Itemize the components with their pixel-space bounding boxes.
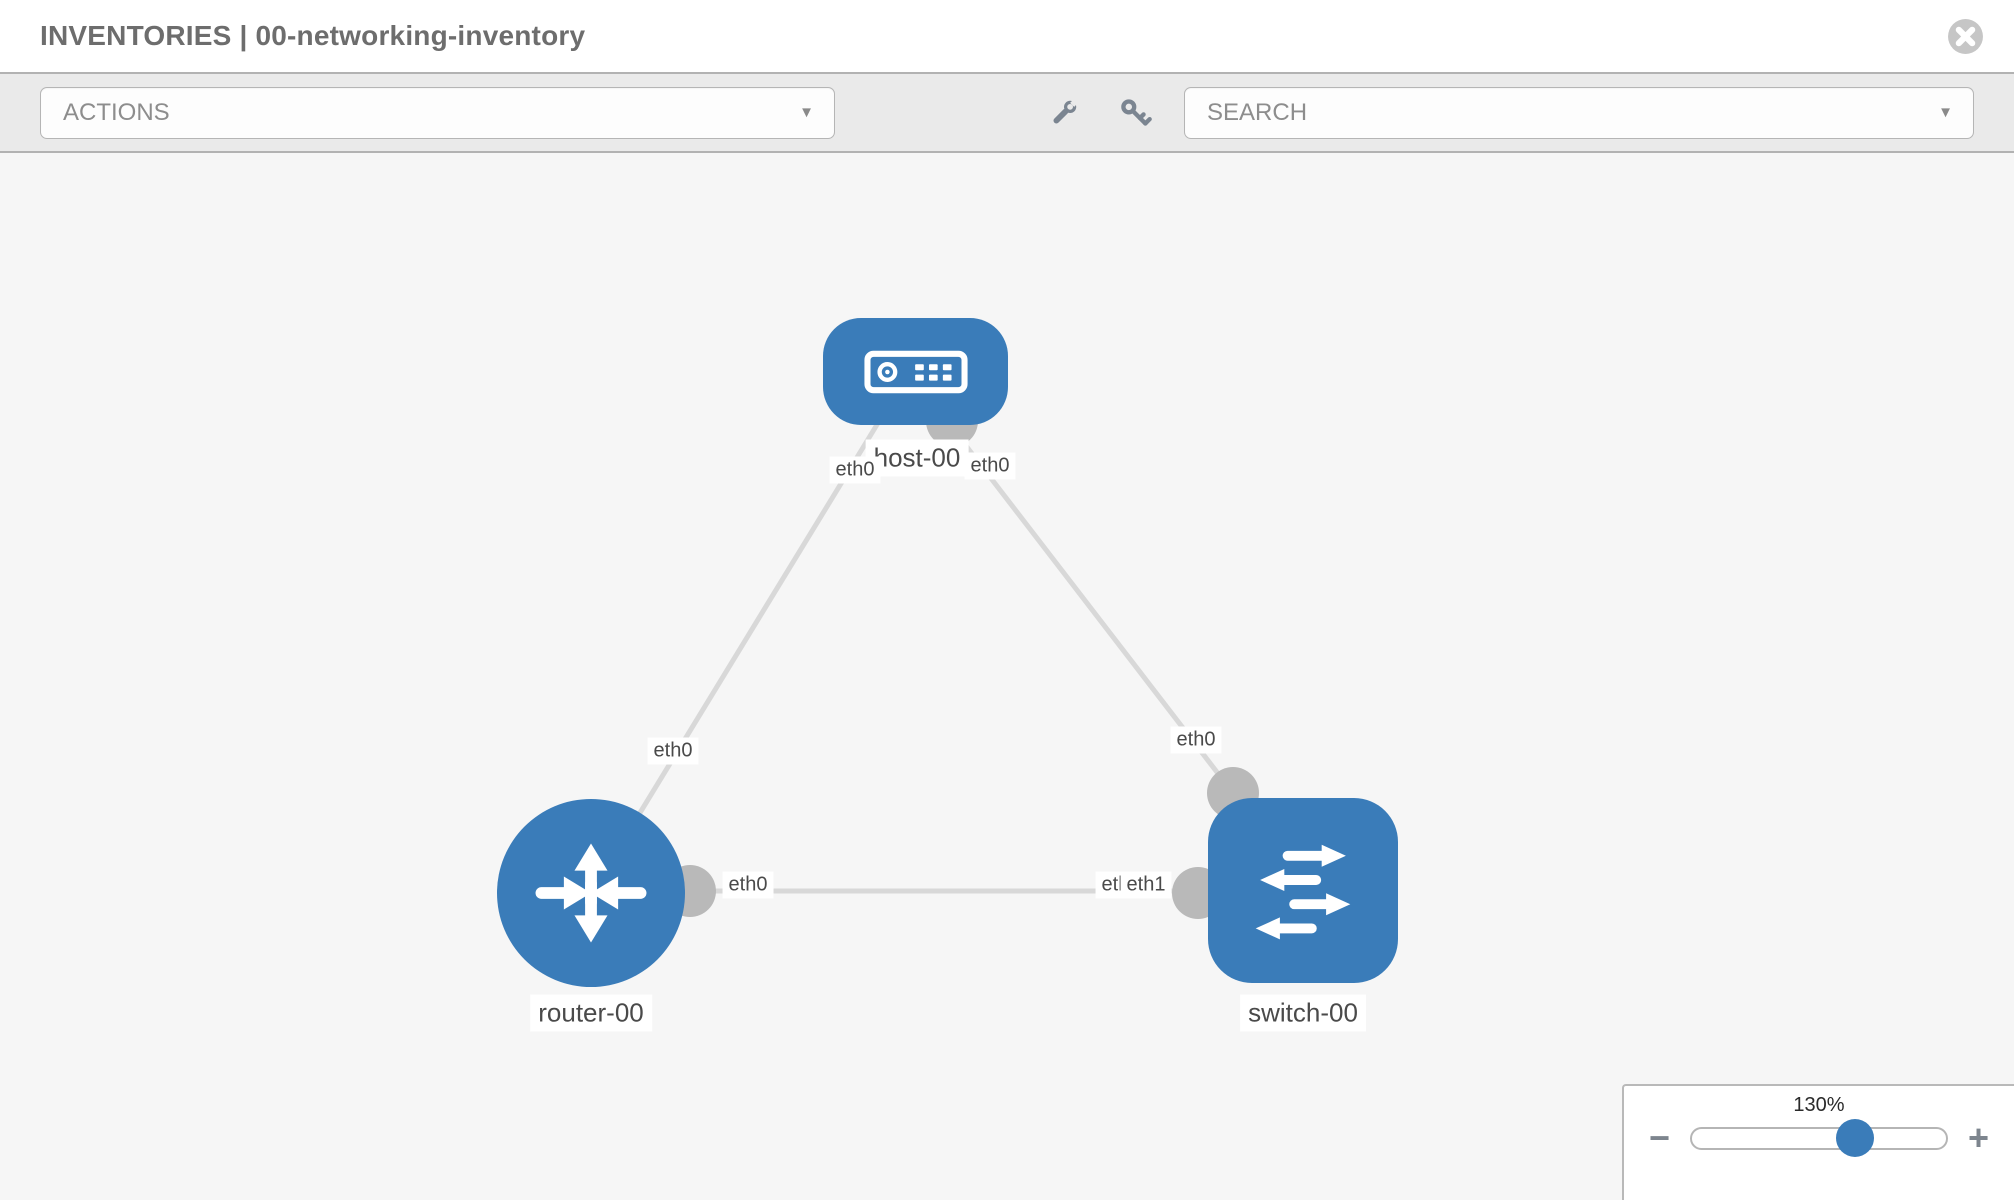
- close-button[interactable]: [1947, 18, 1984, 55]
- node-label-host: host-00: [865, 439, 969, 477]
- node-switch[interactable]: [1208, 798, 1398, 983]
- actions-dropdown[interactable]: ACTIONS ▼: [40, 86, 835, 139]
- zoom-slider-thumb[interactable]: [1835, 1119, 1874, 1157]
- interface-label-host-right: eth0: [964, 452, 1016, 480]
- interface-label-switch-link: eth0: [1170, 726, 1222, 754]
- zoom-in-button[interactable]: +: [1964, 1120, 1993, 1156]
- interface-label-router-eth0: eth0: [722, 871, 774, 899]
- node-host[interactable]: [823, 318, 1008, 425]
- router-icon: [535, 843, 647, 943]
- chevron-down-icon: ▼: [1938, 104, 1953, 121]
- page-title: INVENTORIES | 00-networking-inventory: [40, 20, 586, 51]
- key-icon: [1121, 98, 1152, 126]
- links-layer: [588, 395, 1259, 919]
- topology-canvas[interactable]: host-00 router-00 switch-00 eth0 eth0 et…: [0, 153, 2014, 1200]
- search-dropdown-label: SEARCH: [1207, 98, 1308, 126]
- chevron-down-icon: ▼: [799, 104, 814, 121]
- node-label-router: router-00: [530, 994, 652, 1032]
- key-button[interactable]: [1118, 95, 1154, 131]
- zoom-panel: 130% − +: [1622, 1084, 2014, 1200]
- node-label-switch: switch-00: [1240, 994, 1366, 1032]
- circle-x-icon: [1948, 18, 1983, 54]
- configure-button[interactable]: [1046, 95, 1082, 131]
- zoom-slider-track[interactable]: [1690, 1119, 1948, 1157]
- interface-label-host-left: eth0: [829, 456, 881, 484]
- host-icon: [863, 350, 968, 393]
- zoom-out-button[interactable]: −: [1645, 1120, 1674, 1156]
- node-router[interactable]: [497, 799, 685, 987]
- search-dropdown[interactable]: SEARCH ▼: [1184, 86, 1974, 139]
- zoom-level: 130%: [1793, 1094, 1845, 1116]
- header: INVENTORIES | 00-networking-inventory: [0, 0, 2014, 72]
- interface-label-switch-eth1: eth1: [1120, 871, 1172, 899]
- wrench-icon: [1053, 97, 1079, 124]
- actions-dropdown-label: ACTIONS: [63, 98, 170, 126]
- toolbar: ACTIONS ▼: [0, 72, 2014, 153]
- switch-icon: [1255, 844, 1351, 939]
- interface-label-router-link: eth0: [647, 737, 699, 765]
- zoom-row: − +: [1645, 1119, 1993, 1157]
